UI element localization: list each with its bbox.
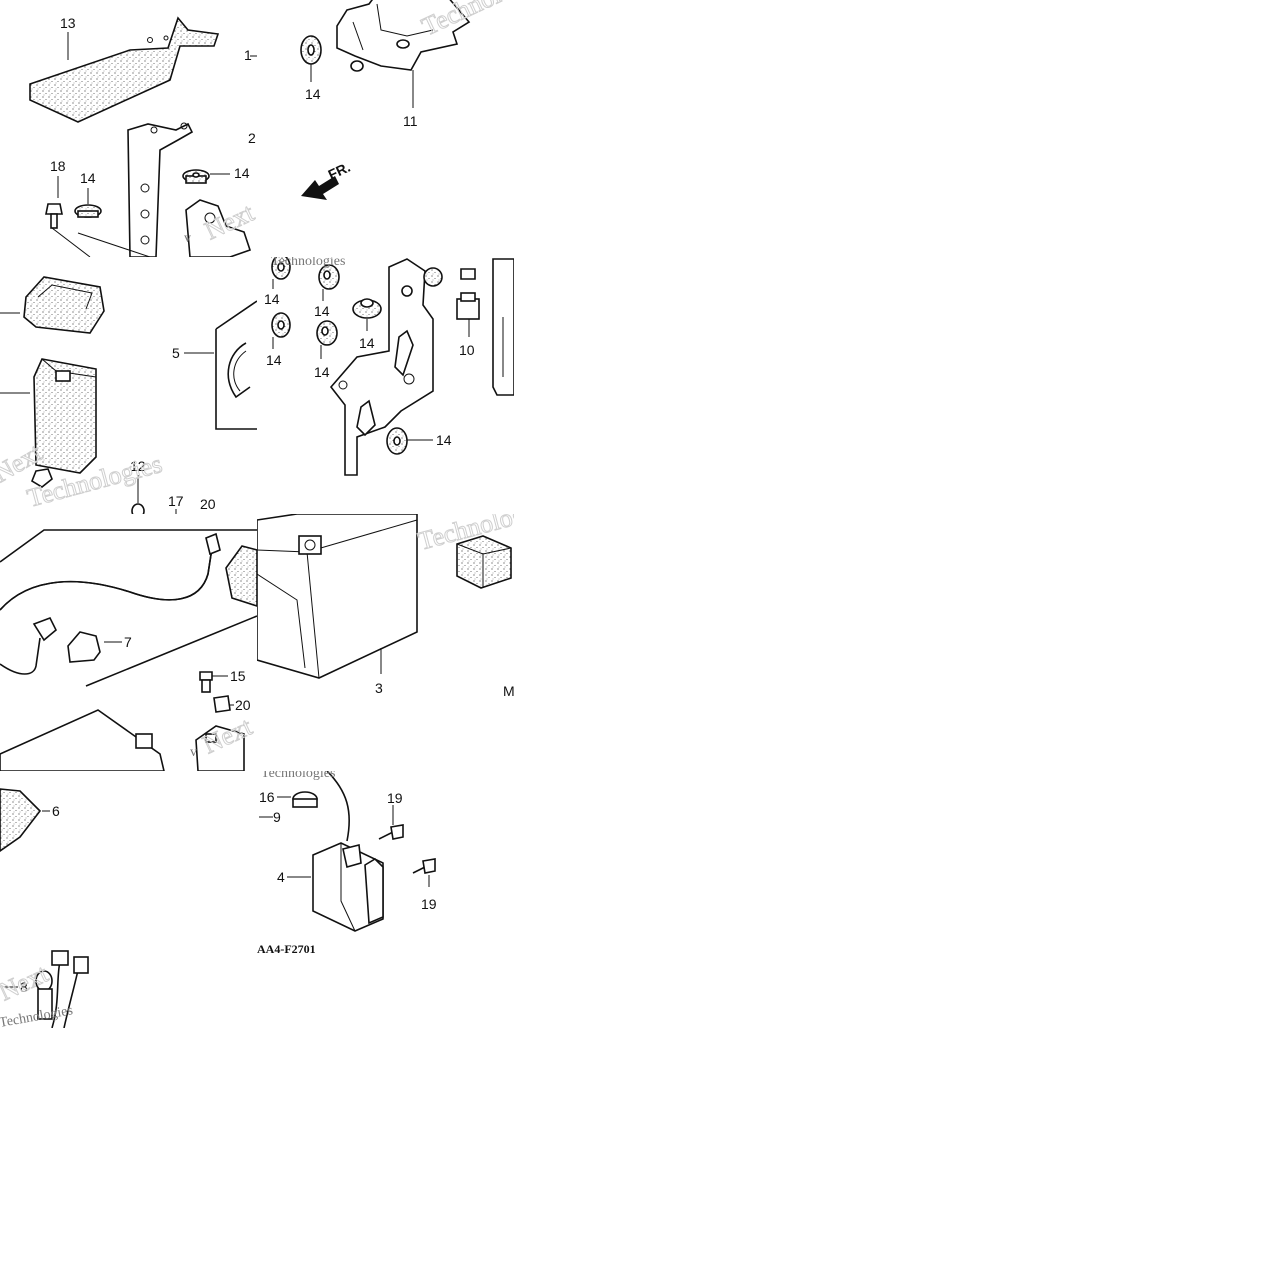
label-18: 18	[50, 158, 66, 174]
nut	[31, 468, 53, 488]
rubber-grommet	[318, 264, 340, 290]
rubber-grommet	[74, 204, 102, 218]
label-3: 3	[375, 680, 383, 696]
wire-harness	[35, 950, 89, 1028]
label-14: 14	[266, 352, 282, 368]
fuse	[213, 695, 231, 713]
flange-bolt	[199, 671, 213, 693]
label-19: 19	[387, 790, 403, 806]
watermark: Technologies	[261, 771, 335, 781]
label-4: 4	[277, 869, 285, 885]
label-20: 20	[200, 496, 216, 512]
label-17: 17	[168, 493, 184, 509]
label-20: 20	[235, 697, 251, 713]
battery-case	[492, 258, 514, 396]
tile-front-bracket: 14 11 FR. Technologies	[257, 0, 514, 257]
label-16: 16	[259, 789, 275, 805]
battery-bracket	[127, 122, 194, 257]
mounting-bracket	[336, 0, 471, 72]
label-19: 19	[421, 896, 437, 912]
clip	[356, 399, 376, 437]
label-5: 5	[172, 345, 180, 361]
battery-mat	[29, 16, 220, 123]
label-14: 14	[264, 291, 280, 307]
label-14: 14	[80, 170, 96, 186]
regulator-rectifier	[312, 771, 384, 932]
grommet	[131, 503, 145, 514]
label-7: 7	[124, 634, 132, 650]
rubber-cover	[23, 276, 105, 334]
label-14: 14	[359, 335, 375, 351]
label-14: 14	[234, 165, 250, 181]
label-14: 14	[305, 86, 321, 102]
label-14: 14	[314, 364, 330, 380]
terminal-cover	[67, 631, 101, 663]
diagram-code: AA4-F2701	[257, 942, 316, 956]
rubber-grommet	[300, 35, 322, 65]
watermark: Technologies	[271, 257, 345, 269]
label-14: 14	[314, 303, 330, 319]
label-1: 1	[244, 47, 252, 63]
fuse-box	[215, 300, 257, 430]
tile-regulator: 16 9 4 19 19 AA4-F2701 Technologies	[257, 771, 514, 1028]
watermark-prefix: v	[184, 231, 191, 246]
rubber-grommet	[316, 320, 338, 346]
edge-fragment: M	[503, 683, 514, 699]
label-14: 14	[436, 432, 452, 448]
rubber-grommet	[352, 298, 382, 319]
label-6: 6	[52, 803, 60, 819]
front-marker: FR.	[326, 159, 353, 183]
label-9: 9	[273, 809, 281, 825]
relay-bracket	[329, 258, 434, 476]
cable-outline	[0, 529, 257, 687]
relay	[456, 268, 480, 320]
watermark-prefix: v	[190, 745, 197, 760]
control-unit	[33, 358, 97, 474]
rubber-grommet	[271, 312, 291, 338]
starter-relay	[195, 725, 245, 771]
tile-battery-cable: 7 15 20 Next v	[0, 514, 257, 771]
front-arrow-icon	[301, 176, 339, 200]
relay-box	[225, 545, 257, 607]
label-13: 13	[60, 15, 76, 31]
tile-battery: 3 M Technologies	[257, 514, 514, 771]
rubber-grommet	[271, 257, 291, 280]
watermark: Technologies	[0, 1003, 74, 1028]
label-2: 2	[248, 130, 256, 146]
relay-holder	[185, 199, 252, 257]
rubber-grommet	[423, 267, 443, 287]
bolt	[412, 858, 436, 874]
label-8: 8	[20, 979, 28, 995]
cover	[0, 788, 42, 852]
tile-battery-tray: 13 1 2 18 14 14 Next v	[0, 0, 257, 257]
tile-control-units: 5 12 17 20 Next Technologies	[0, 257, 257, 514]
flange-bolt	[45, 203, 63, 229]
battery-cable	[0, 532, 221, 675]
rubber-grommet	[182, 169, 210, 184]
label-12: 12	[130, 458, 146, 474]
label-15: 15	[230, 668, 246, 684]
label-10: 10	[459, 342, 475, 358]
bolt	[378, 824, 404, 840]
label-11: 11	[403, 113, 418, 129]
relay-box	[456, 535, 512, 589]
collar	[292, 791, 318, 808]
rubber-grommet	[386, 427, 408, 455]
battery-top	[0, 709, 165, 771]
tile-harness: 6 8 Next Technologies	[0, 771, 257, 1028]
battery	[257, 514, 418, 679]
tile-relay-bracket: 14 14 14 14 14 10 14 Technologies	[257, 257, 514, 514]
